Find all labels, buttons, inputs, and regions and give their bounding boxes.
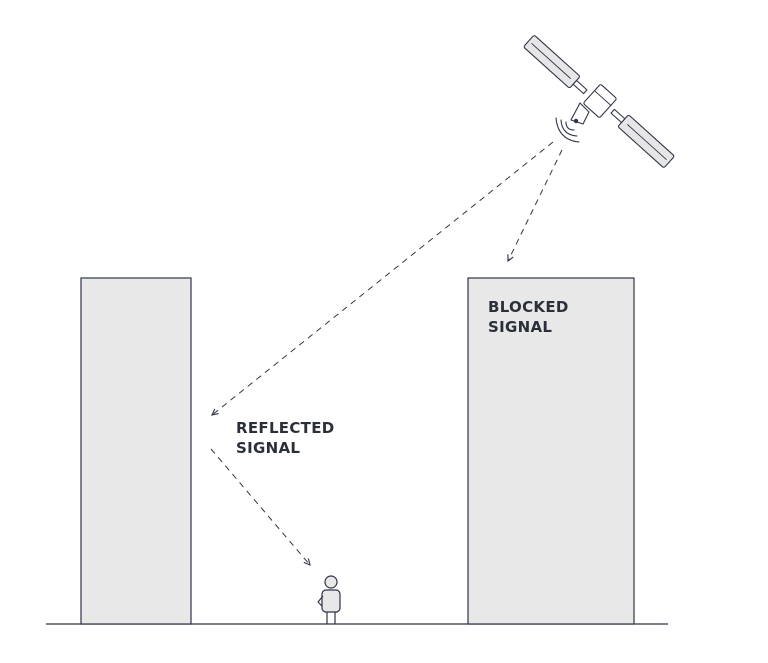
left-building xyxy=(80,277,192,625)
blocked-signal-label-line-1: BLOCKED xyxy=(488,298,569,316)
person-icon xyxy=(317,575,341,624)
blocked-signal-label-line-2: SIGNAL xyxy=(488,318,553,336)
reflected-signal-label-line-1: REFLECTED xyxy=(236,419,335,437)
blocked-signal-label: BLOCKED SIGNAL xyxy=(488,297,569,337)
satellite-icon xyxy=(523,35,675,168)
right-building xyxy=(467,277,635,625)
reflected-signal-outgoing-ray xyxy=(210,448,311,566)
reflected-signal-incoming-ray xyxy=(211,141,554,416)
reflected-signal-label-line-2: SIGNAL xyxy=(236,439,301,457)
reflected-signal-label: REFLECTED SIGNAL xyxy=(236,418,335,458)
blocked-signal-ray xyxy=(507,149,563,263)
